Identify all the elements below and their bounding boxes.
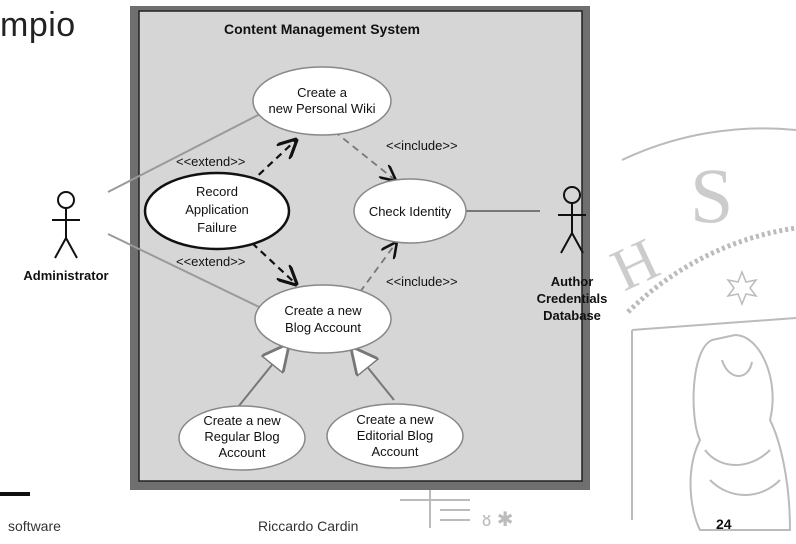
usecase-label-line: Regular Blog bbox=[204, 429, 279, 444]
svg-text:H: H bbox=[602, 225, 669, 303]
usecase-label-line: Account bbox=[219, 445, 266, 460]
include-top-arrow bbox=[333, 130, 395, 180]
system-title: Content Management System bbox=[224, 21, 420, 37]
svg-text:S: S bbox=[690, 152, 733, 239]
usecase-label-line: Editorial Blog bbox=[357, 428, 434, 443]
extend-top-arrow bbox=[249, 140, 296, 184]
extend-label-bottom: <<extend>> bbox=[176, 254, 245, 269]
include-bottom-arrow bbox=[359, 243, 396, 293]
extend-bottom-arrow bbox=[251, 242, 296, 284]
usecase-label-line: Account bbox=[372, 444, 419, 459]
slide-title-fragment: mpio bbox=[0, 6, 76, 44]
svg-text:ᴕ ✱: ᴕ ✱ bbox=[482, 509, 513, 531]
actor-author-credentials-database bbox=[558, 186, 586, 254]
usecase-label-line: Create a new bbox=[203, 413, 281, 428]
include-label-bottom: <<include>> bbox=[386, 274, 458, 289]
actor-label-line: Author bbox=[551, 274, 594, 289]
usecase-label-line: Create a bbox=[297, 85, 348, 100]
usecase-create-regular-blog-account: Create a new Regular Blog Account bbox=[178, 405, 306, 471]
actor-head-icon bbox=[57, 191, 75, 209]
usecase-check-identity: Check Identity bbox=[353, 178, 467, 244]
usecase-label-line: Blog Account bbox=[285, 320, 361, 335]
generalization-editorial bbox=[352, 348, 395, 401]
include-label-top: <<include>> bbox=[386, 138, 458, 153]
usecase-label-line: new Personal Wiki bbox=[269, 101, 376, 116]
usecase-record-application-failure: Record Application Failure bbox=[143, 171, 291, 251]
generalization-regular bbox=[233, 345, 288, 413]
footer-author: Riccardo Cardin bbox=[258, 518, 359, 534]
association-admin-blog bbox=[107, 233, 287, 321]
actor-label-line: Database bbox=[543, 308, 601, 323]
usecase-label-line: Failure bbox=[197, 220, 237, 235]
page-number: 24 bbox=[716, 516, 732, 532]
actor-label-administrator: Administrator bbox=[23, 268, 108, 283]
association-admin-wiki bbox=[107, 111, 265, 193]
usecase-create-blog-account: Create a new Blog Account bbox=[254, 284, 392, 354]
actor-administrator bbox=[52, 191, 80, 259]
usecase-label-line: Application bbox=[185, 202, 249, 217]
usecase-label-line: Record bbox=[196, 184, 238, 199]
actor-label-line: Credentials bbox=[537, 291, 608, 306]
usecase-label-line: Create a new bbox=[284, 303, 362, 318]
extend-label-top: <<extend>> bbox=[176, 154, 245, 169]
usecase-label-line: Create a new bbox=[356, 412, 434, 427]
usecase-create-editorial-blog-account: Create a new Editorial Blog Account bbox=[326, 403, 464, 469]
usecase-label-line: Check Identity bbox=[369, 204, 452, 219]
title-rule bbox=[0, 492, 30, 496]
footer-course: software bbox=[8, 518, 61, 534]
usecase-create-personal-wiki: Create a new Personal Wiki bbox=[252, 66, 392, 136]
